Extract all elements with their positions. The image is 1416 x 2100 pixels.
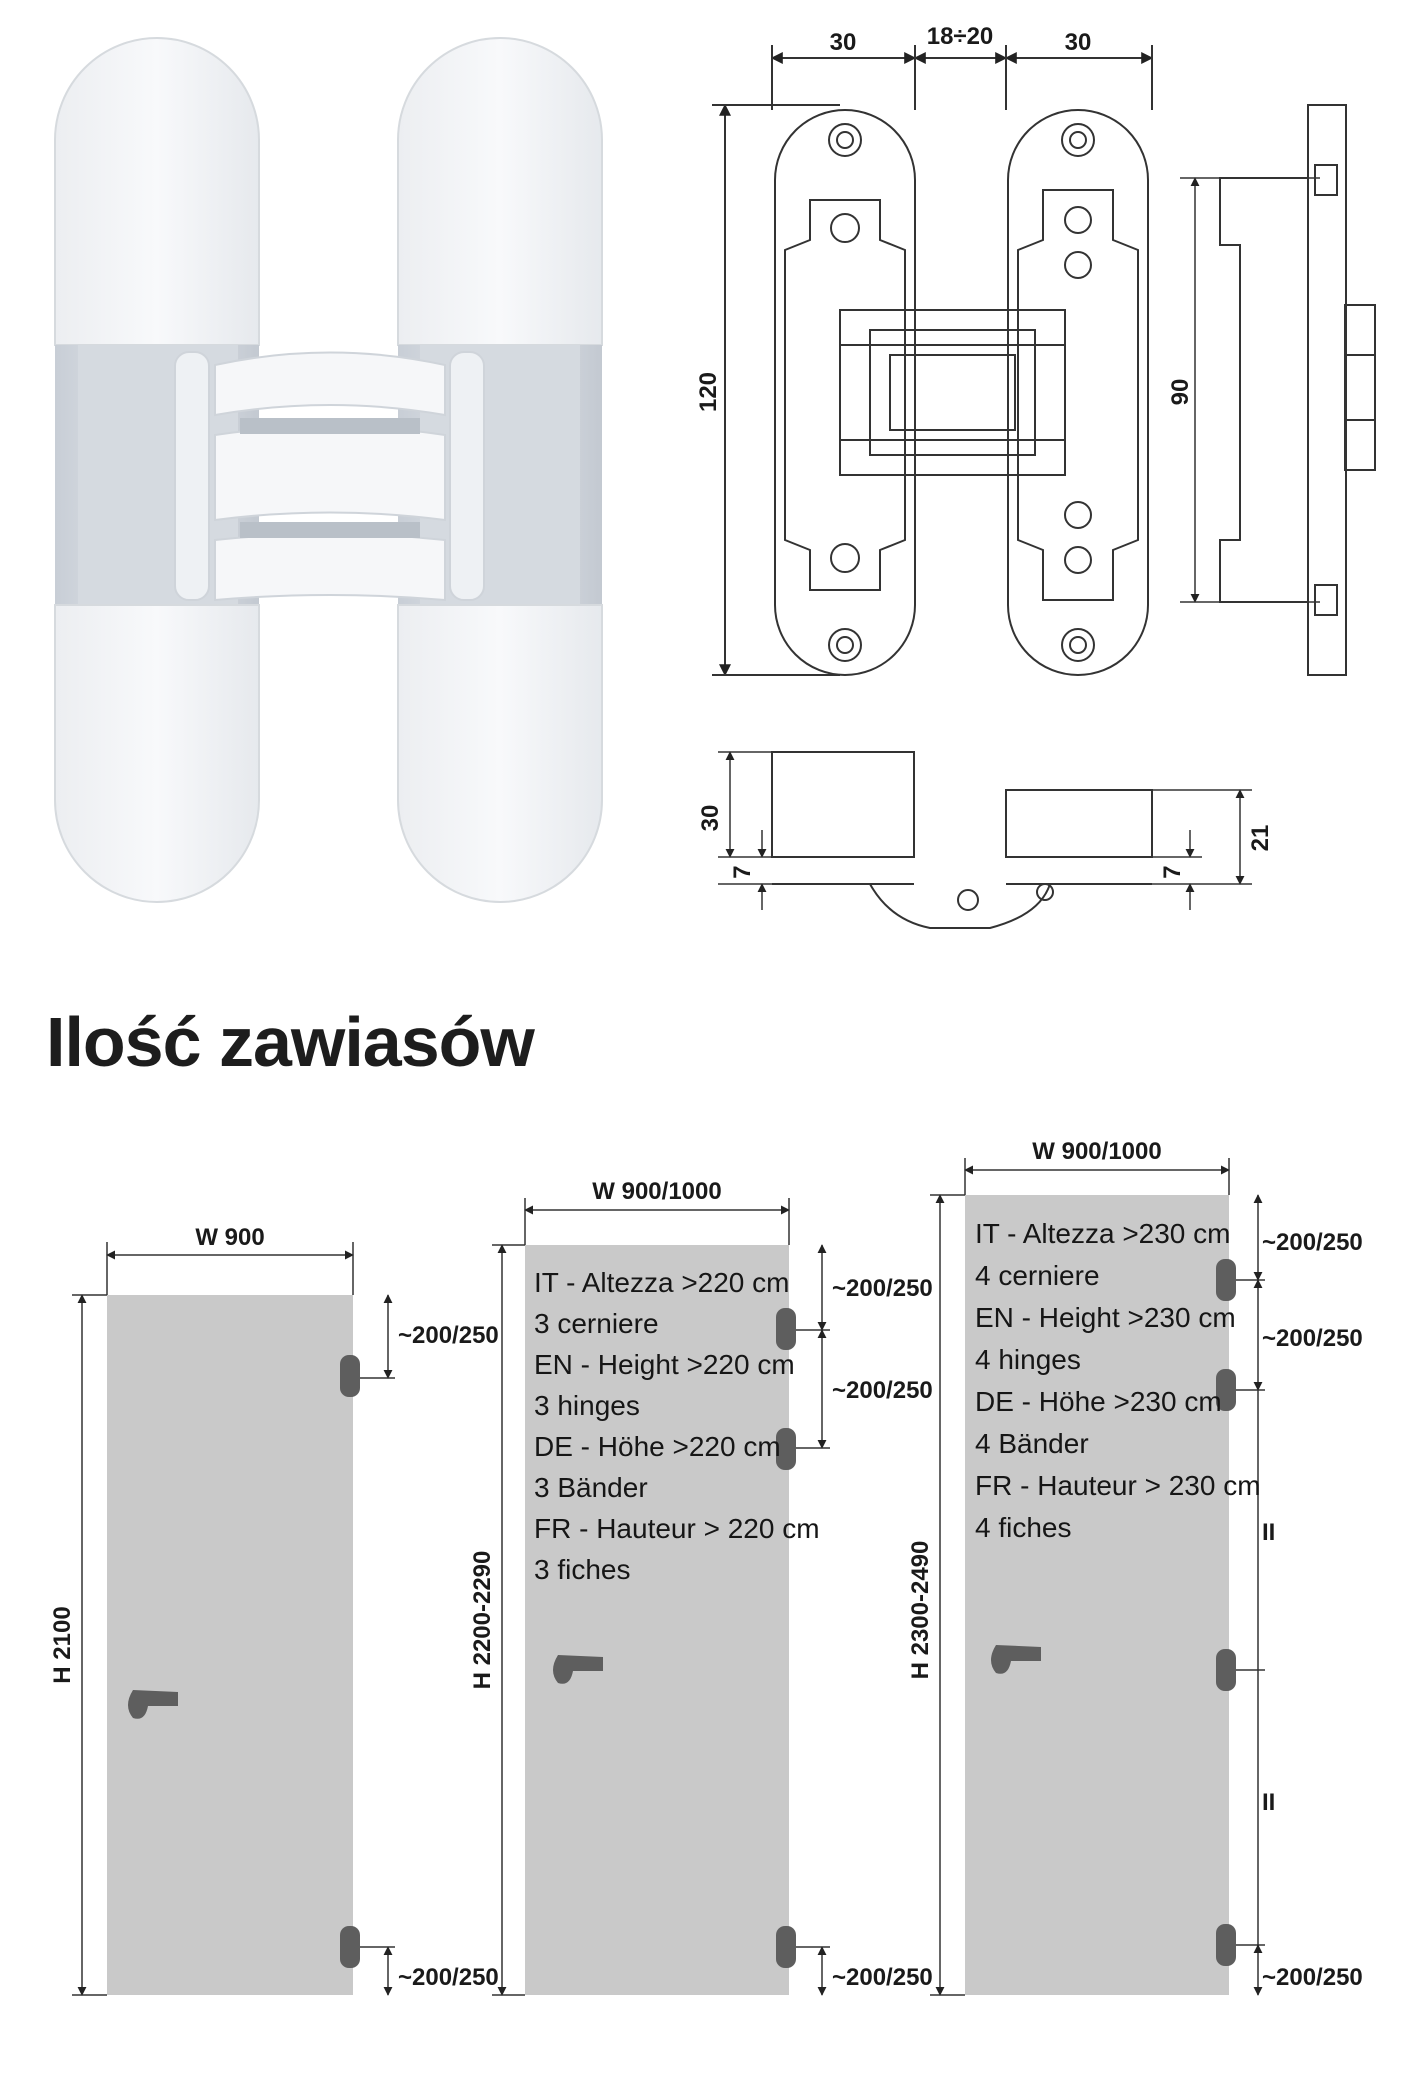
- dim-width-right: 30: [1065, 29, 1092, 56]
- dim-offset-left: 7: [729, 865, 756, 878]
- door-2-note: 3 fiches: [534, 1554, 631, 1585]
- dim-height-side: 90: [1167, 379, 1194, 406]
- door-2-spacing-mid: ~200/250: [832, 1377, 933, 1404]
- door-3-note: 4 cerniere: [975, 1260, 1100, 1291]
- door-2-note: DE - Höhe >220 cm: [534, 1431, 781, 1462]
- door-2-note: IT - Altezza >220 cm: [534, 1267, 790, 1298]
- hinge-photo: [54, 37, 603, 903]
- door-3-equal-mark: II: [1262, 1519, 1275, 1546]
- door-2-spacing-top: ~200/250: [832, 1275, 933, 1302]
- dim-height-total: 120: [695, 372, 722, 412]
- door-3-note: 4 Bänder: [975, 1428, 1089, 1459]
- door-1-spacing-top: ~200/250: [398, 1322, 499, 1349]
- door-3-height: H 2300-2490: [907, 1541, 934, 1680]
- dim-offset-right: 7: [1159, 865, 1186, 878]
- door-1-height: H 2100: [49, 1606, 76, 1683]
- door-3-note: DE - Höhe >230 cm: [975, 1386, 1222, 1417]
- door-1-width: W 900: [195, 1224, 264, 1251]
- door-2-width: W 900/1000: [592, 1178, 721, 1205]
- dim-depth: 30: [697, 805, 724, 832]
- door-3-width: W 900/1000: [1032, 1138, 1161, 1165]
- door-3-spacing-second: ~200/250: [1262, 1325, 1363, 1352]
- door-3-notes: IT - Altezza >230 cm 4 cerniere EN - Hei…: [975, 1218, 1261, 1543]
- dim-depth-right: 21: [1247, 825, 1274, 852]
- door-3-note: FR - Hauteur > 230 cm: [975, 1470, 1261, 1501]
- door-2: [492, 1198, 830, 1996]
- door-2-note: 3 cerniere: [534, 1308, 659, 1339]
- hinge-top-view: [718, 751, 1252, 929]
- door-2-note: EN - Height >220 cm: [534, 1349, 795, 1380]
- door-2-notes: IT - Altezza >220 cm 3 cerniere EN - Hei…: [534, 1267, 820, 1585]
- door-2-note: FR - Hauteur > 220 cm: [534, 1513, 820, 1544]
- door-1: [72, 1242, 395, 1996]
- door-2-spacing-bottom: ~200/250: [832, 1964, 933, 1991]
- door-2-note: 3 Bänder: [534, 1472, 648, 1503]
- door-3-spacing-top: ~200/250: [1262, 1229, 1363, 1256]
- door-3-note: IT - Altezza >230 cm: [975, 1218, 1231, 1249]
- dim-gap: 18÷20: [927, 23, 994, 50]
- hinge-technical-drawing: [712, 45, 1376, 677]
- door-2-height: H 2200-2290: [469, 1551, 496, 1690]
- door-3-spacing-bottom: ~200/250: [1262, 1964, 1363, 1991]
- door-1-spacing-bottom: ~200/250: [398, 1964, 499, 1991]
- door-3-note: EN - Height >230 cm: [975, 1302, 1236, 1333]
- door-3-note: 4 hinges: [975, 1344, 1081, 1375]
- door-3-equal-mark: II: [1262, 1789, 1275, 1816]
- door-3-note: 4 fiches: [975, 1512, 1072, 1543]
- door-3: [930, 1158, 1265, 1996]
- section-title: Ilość zawiasów: [46, 1003, 535, 1081]
- door-2-note: 3 hinges: [534, 1390, 640, 1421]
- dim-width-left: 30: [830, 29, 857, 56]
